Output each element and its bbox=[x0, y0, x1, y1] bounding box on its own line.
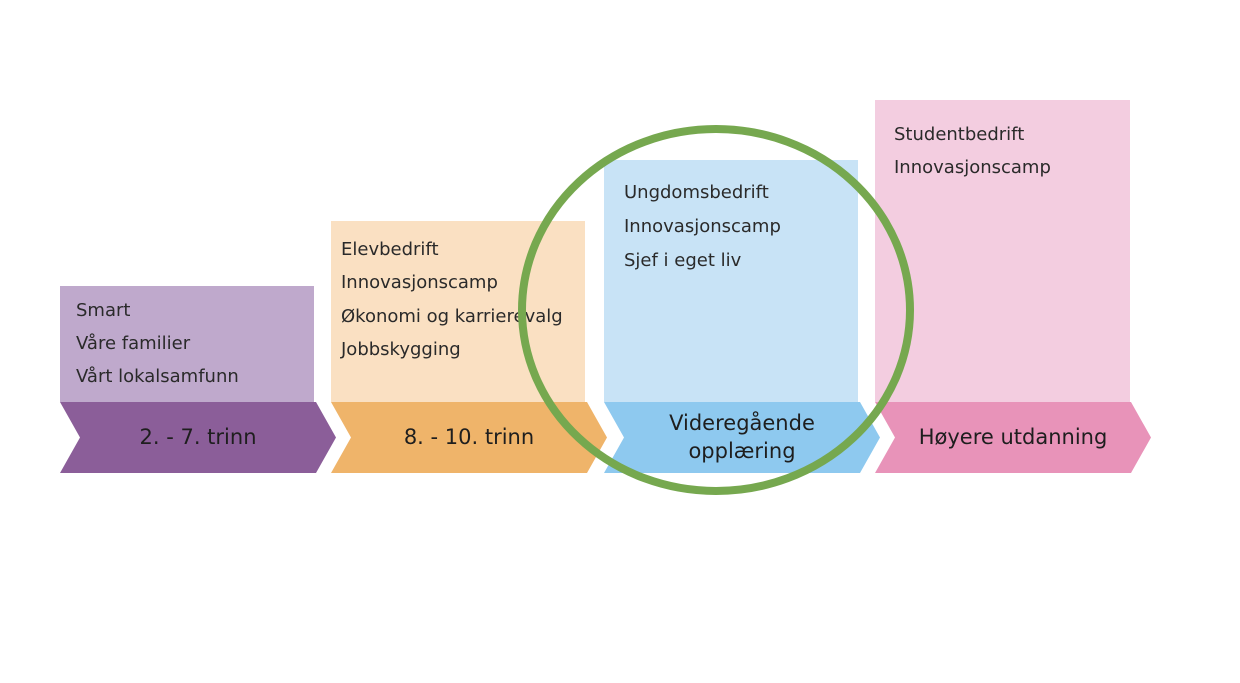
stage-2-item: Innovasjonscamp bbox=[341, 272, 498, 293]
stage-1-item: Våre familier bbox=[76, 333, 191, 354]
stage-4-item: Studentbedrift bbox=[894, 124, 1025, 145]
stage-3-label-line1: Videregående bbox=[669, 411, 815, 436]
stage-4-item: Innovasjonscamp bbox=[894, 157, 1051, 178]
stage-3-item: Innovasjonscamp bbox=[624, 216, 781, 237]
stage-1-label: 2. - 7. trinn bbox=[139, 424, 257, 449]
stage-2-item: Elevbedrift bbox=[341, 239, 439, 260]
stage-2-panel: Elevbedrift Innovasjonscamp Økonomi og k… bbox=[331, 221, 585, 402]
stage-3-panel: Ungdomsbedrift Innovasjonscamp Sjef i eg… bbox=[604, 160, 858, 402]
stage-1-item: Smart bbox=[76, 300, 131, 321]
stage-3-label: Videregående opplæring bbox=[604, 402, 880, 473]
stage-3-label-line2: opplæring bbox=[688, 438, 796, 463]
stage-4-arrow-shape bbox=[875, 402, 1151, 473]
stage-1-arrow-shape bbox=[60, 402, 336, 473]
stage-1-arrow: 2. - 7. trinn bbox=[60, 402, 336, 473]
stage-1-panel: Smart Våre familier Vårt lokalsamfunn bbox=[60, 286, 314, 402]
stage-2-arrow: 8. - 10. trinn bbox=[331, 402, 607, 473]
stage-2-item: Økonomi og karrierevalg bbox=[341, 306, 563, 327]
stage-4-arrow: Høyere utdanning bbox=[875, 402, 1151, 473]
stage-3-arrow: Videregående opplæring bbox=[604, 402, 880, 473]
stage-4-label: Høyere utdanning bbox=[918, 424, 1108, 449]
stage-2-label: 8. - 10. trinn bbox=[403, 424, 535, 449]
stage-4-panel: Studentbedrift Innovasjonscamp bbox=[875, 100, 1130, 402]
stage-2-item: Jobbskygging bbox=[341, 339, 461, 360]
stage-1-item: Vårt lokalsamfunn bbox=[76, 366, 239, 387]
stage-3-item: Sjef i eget liv bbox=[624, 250, 742, 271]
stage-3-item: Ungdomsbedrift bbox=[624, 182, 769, 203]
